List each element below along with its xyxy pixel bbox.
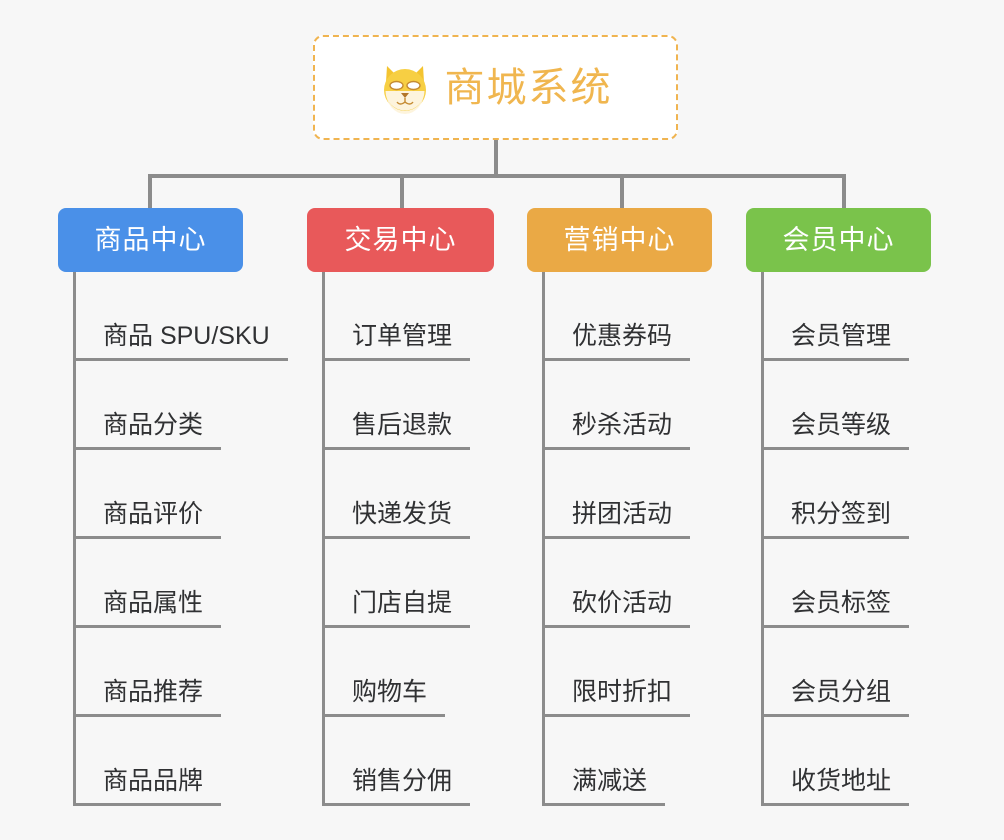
leaf-item-label: 收货地址 xyxy=(761,767,910,806)
leaf-item[interactable]: 商品推荐 xyxy=(73,628,288,717)
branch-spine-product-center xyxy=(73,272,76,806)
category-header-marketing-center[interactable]: 营销中心 xyxy=(527,208,712,272)
leaf-item[interactable]: 砍价活动 xyxy=(542,539,691,628)
connector-root-stem xyxy=(494,140,498,176)
leaf-item-label: 商品分类 xyxy=(73,411,222,450)
leaf-item-label: 会员标签 xyxy=(761,589,910,628)
leaf-item[interactable]: 收货地址 xyxy=(761,717,910,806)
connector-drop-product-center xyxy=(148,174,152,210)
leaf-list-trade-center: 订单管理售后退款快递发货门店自提购物车销售分佣 xyxy=(322,272,471,806)
leaf-item[interactable]: 商品品牌 xyxy=(73,717,288,806)
leaf-item[interactable]: 满减送 xyxy=(542,717,690,806)
category-header-label: 营销中心 xyxy=(563,224,676,255)
connector-drop-member-center xyxy=(842,174,846,210)
leaf-item[interactable]: 商品属性 xyxy=(73,539,288,628)
leaf-item-label: 商品推荐 xyxy=(73,678,222,717)
root-title: 商城系统 xyxy=(444,65,613,110)
connector-horizontal-bus xyxy=(148,174,846,178)
leaf-item-label: 购物车 xyxy=(322,678,446,717)
leaf-item-label: 快递发货 xyxy=(322,500,471,539)
branch-spine-trade-center xyxy=(322,272,325,806)
leaf-item-label: 拼团活动 xyxy=(542,500,691,539)
leaf-item[interactable]: 会员管理 xyxy=(761,272,910,361)
leaf-item[interactable]: 快递发货 xyxy=(322,450,471,539)
leaf-item[interactable]: 售后退款 xyxy=(322,361,471,450)
category-header-member-center[interactable]: 会员中心 xyxy=(746,208,931,272)
leaf-item-label: 商品属性 xyxy=(73,589,222,628)
leaf-item[interactable]: 购物车 xyxy=(322,628,470,717)
connector-drop-trade-center xyxy=(400,174,404,210)
leaf-item[interactable]: 会员等级 xyxy=(761,361,910,450)
connector-drop-marketing-center xyxy=(620,174,624,210)
category-header-label: 会员中心 xyxy=(782,224,895,255)
branch-spine-member-center xyxy=(761,272,764,806)
category-header-label: 交易中心 xyxy=(344,224,457,255)
leaf-item-label: 会员管理 xyxy=(761,322,910,361)
leaf-item[interactable]: 商品 SPU/SKU xyxy=(73,272,288,361)
leaf-item[interactable]: 商品评价 xyxy=(73,450,288,539)
leaf-item-label: 商品 SPU/SKU xyxy=(73,322,288,361)
leaf-item[interactable]: 会员分组 xyxy=(761,628,910,717)
leaf-item-label: 满减送 xyxy=(542,767,666,806)
leaf-item[interactable]: 限时折扣 xyxy=(542,628,691,717)
leaf-item-label: 会员等级 xyxy=(761,411,910,450)
leaf-item-label: 售后退款 xyxy=(322,411,471,450)
leaf-item-label: 商品评价 xyxy=(73,500,222,539)
leaf-list-product-center: 商品 SPU/SKU 商品分类商品评价商品属性商品推荐商品品牌 xyxy=(73,272,288,806)
leaf-item[interactable]: 秒杀活动 xyxy=(542,361,691,450)
leaf-list-marketing-center: 优惠券码秒杀活动拼团活动砍价活动限时折扣满减送 xyxy=(542,272,691,806)
leaf-item-label: 订单管理 xyxy=(322,322,471,361)
leaf-item-label: 优惠券码 xyxy=(542,322,691,361)
leaf-item[interactable]: 会员标签 xyxy=(761,539,910,628)
leaf-item[interactable]: 优惠券码 xyxy=(542,272,691,361)
leaf-item[interactable]: 门店自提 xyxy=(322,539,471,628)
category-header-label: 商品中心 xyxy=(94,224,207,255)
leaf-item-label: 商品品牌 xyxy=(73,767,222,806)
leaf-item[interactable]: 商品分类 xyxy=(73,361,288,450)
leaf-item-label: 销售分佣 xyxy=(322,767,471,806)
category-header-product-center[interactable]: 商品中心 xyxy=(58,208,243,272)
leaf-item[interactable]: 拼团活动 xyxy=(542,450,691,539)
leaf-item-label: 秒杀活动 xyxy=(542,411,691,450)
leaf-item-label: 限时折扣 xyxy=(542,678,691,717)
category-header-trade-center[interactable]: 交易中心 xyxy=(307,208,494,272)
leaf-item[interactable]: 订单管理 xyxy=(322,272,471,361)
leaf-item[interactable]: 积分签到 xyxy=(761,450,910,539)
leaf-list-member-center: 会员管理会员等级积分签到会员标签会员分组收货地址 xyxy=(761,272,910,806)
leaf-item-label: 会员分组 xyxy=(761,678,910,717)
leaf-item-label: 砍价活动 xyxy=(542,589,691,628)
leaf-item-label: 门店自提 xyxy=(322,589,471,628)
root-node[interactable]: 商城系统 xyxy=(313,35,678,140)
leaf-item-label: 积分签到 xyxy=(761,500,910,539)
shiba-dog-face-icon xyxy=(379,62,431,114)
branch-spine-marketing-center xyxy=(542,272,545,806)
leaf-item[interactable]: 销售分佣 xyxy=(322,717,471,806)
